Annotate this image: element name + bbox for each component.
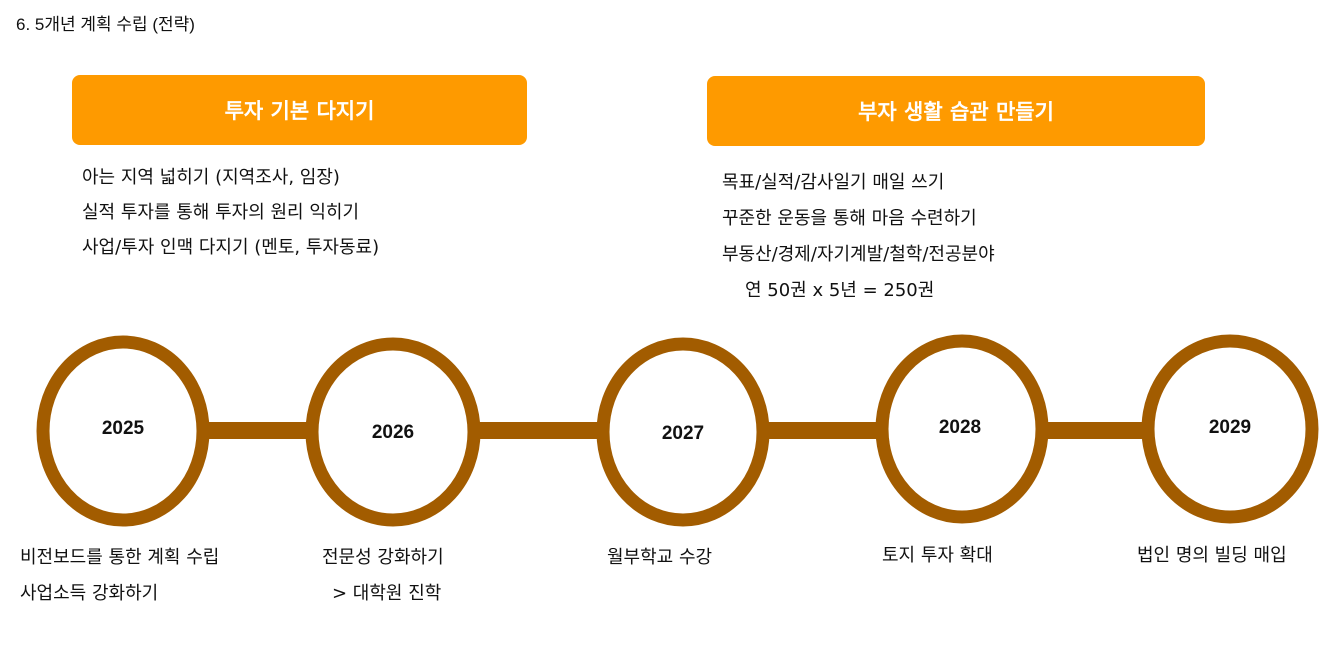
year-node-2027 [596, 337, 770, 527]
banner-rich-habits-label: 부자 생활 습관 만들기 [858, 100, 1054, 124]
milestone-2026: 전문성 강화하기 > 대학원 진학 [322, 540, 444, 612]
milestone-2025: 비전보드를 통한 계획 수립 사업소득 강화하기 [20, 540, 219, 612]
year-label-2025: 2025 [102, 418, 145, 439]
invest-basics-list: 아는 지역 넓히기 (지역조사, 임장) 실적 투자를 통해 투자의 원리 익히… [82, 160, 379, 265]
milestone-line: 법인 명의 빌딩 매입 [1137, 545, 1287, 566]
milestone-line: 토지 투자 확대 [882, 545, 993, 566]
milestone-2029: 법인 명의 빌딩 매입 [1137, 538, 1287, 574]
year-node-2025 [36, 335, 210, 527]
milestone-2028: 토지 투자 확대 [882, 538, 993, 574]
list-item: 실적 투자를 통해 투자의 원리 익히기 [82, 202, 360, 223]
milestone-2027: 월부학교 수강 [607, 540, 712, 576]
list-item: 사업/투자 인맥 다지기 (멘토, 투자동료) [82, 237, 380, 258]
milestone-line: > 대학원 진학 [332, 583, 442, 604]
year-node-2028 [875, 334, 1049, 524]
year-label-2026: 2026 [372, 422, 414, 443]
banner-invest-basics-label: 투자 기본 다지기 [224, 99, 375, 123]
milestone-line: 사업소득 강화하기 [20, 583, 159, 604]
list-item: 꾸준한 운동을 통해 마음 수련하기 [722, 208, 977, 229]
list-item: 부동산/경제/자기계발/철학/전공분야 [722, 244, 995, 265]
year-label-2027: 2027 [662, 423, 704, 444]
rich-habits-list: 목표/실적/감사일기 매일 쓰기 꾸준한 운동을 통해 마음 수련하기 부동산/… [722, 165, 995, 309]
year-label-2029: 2029 [1209, 417, 1251, 438]
milestone-line: 비전보드를 통한 계획 수립 [20, 547, 220, 568]
timeline-connectors [205, 422, 1145, 439]
timeline-connector [476, 422, 602, 439]
timeline-connector [1043, 422, 1145, 439]
year-label-2028: 2028 [939, 417, 981, 438]
timeline-nodes [36, 334, 1319, 527]
milestone-line: 전문성 강화하기 [322, 547, 444, 568]
timeline-connector [205, 422, 310, 439]
banner-invest-basics: 투자 기본 다지기 [72, 75, 527, 145]
page-title: 6. 5개년 계획 수립 (전략) [16, 15, 195, 34]
timeline-connector [764, 422, 882, 439]
year-node-2029 [1141, 334, 1319, 524]
list-item: 목표/실적/감사일기 매일 쓰기 [722, 172, 945, 193]
banner-rich-habits: 부자 생활 습관 만들기 [707, 76, 1205, 146]
year-node-2026 [305, 337, 481, 527]
list-item: 아는 지역 넓히기 (지역조사, 임장) [82, 167, 340, 188]
milestone-line: 월부학교 수강 [607, 547, 713, 568]
list-item: 연 50권 x 5년 = 250권 [745, 280, 935, 301]
